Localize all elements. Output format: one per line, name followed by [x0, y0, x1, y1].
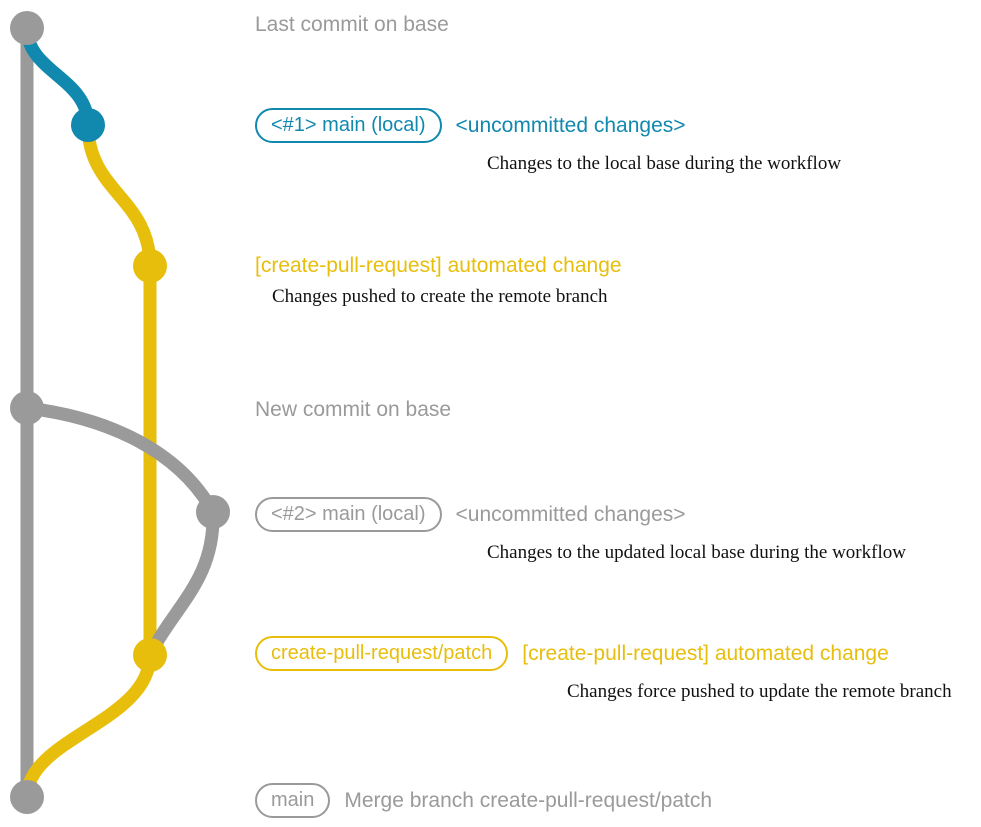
row-head: main Merge branch create-pull-request/pa…	[255, 783, 712, 818]
ref-pill-local-1[interactable]: <#1> main (local)	[255, 108, 442, 143]
edge-patch-merge-to-base	[20, 648, 157, 804]
commit-dot-automated-change-1[interactable]	[133, 249, 167, 283]
row-head: [create-pull-request] automated change	[255, 255, 622, 276]
row-head: create-pull-request/patch [create-pull-r…	[255, 636, 952, 671]
commit-dot-local-uncommitted-2[interactable]	[196, 495, 230, 529]
commit-row-merge-commit: main Merge branch create-pull-request/pa…	[255, 783, 712, 818]
row-head: <#2> main (local) <uncommitted changes>	[255, 497, 906, 532]
edge-updated-local-to-patch	[143, 505, 220, 662]
commit-note-local-1: Changes to the local base during the wor…	[487, 153, 842, 174]
commit-row-automated-change-1: [create-pull-request] automated change C…	[255, 255, 622, 308]
commit-dot-merge-commit[interactable]	[10, 780, 44, 814]
ref-pill-local-2[interactable]: <#2> main (local)	[255, 497, 442, 532]
ref-pill-main[interactable]: main	[255, 783, 331, 818]
commit-row-local-uncommitted-2: <#2> main (local) <uncommitted changes> …	[255, 497, 906, 564]
edge-local-to-patch	[81, 118, 157, 273]
commit-note-automated-2: Changes force pushed to update the remot…	[567, 681, 952, 702]
commit-subject-merge: Merge branch create-pull-request/patch	[344, 789, 713, 812]
commit-subject-local-1: <uncommitted changes>	[455, 114, 686, 137]
commit-subject-local-2: <uncommitted changes>	[455, 503, 686, 526]
commit-note-local-2: Changes to the updated local base during…	[487, 542, 906, 563]
commit-row-local-uncommitted-1: <#1> main (local) <uncommitted changes> …	[255, 108, 841, 175]
row-head: <#1> main (local) <uncommitted changes>	[255, 108, 841, 143]
commit-row-automated-change-2: create-pull-request/patch [create-pull-r…	[255, 636, 952, 703]
commit-subject-automated-2: [create-pull-request] automated change	[522, 642, 889, 665]
label-last-commit-on-base: Last commit on base	[255, 13, 449, 36]
label-new-commit-on-base: New commit on base	[255, 398, 452, 421]
ref-pill-create-pull-request-patch[interactable]: create-pull-request/patch	[255, 636, 509, 671]
commit-dot-new-commit-on-base[interactable]	[10, 391, 44, 425]
commit-note-automated-1: Changes pushed to create the remote bran…	[272, 286, 608, 307]
commit-dot-last-commit-on-base[interactable]	[10, 11, 44, 45]
commit-subject-automated-1: [create-pull-request] automated change	[255, 254, 622, 277]
commit-dot-local-uncommitted-1[interactable]	[71, 108, 105, 142]
commit-dot-automated-change-2[interactable]	[133, 638, 167, 672]
edge-base-to-updated-local	[20, 401, 220, 519]
